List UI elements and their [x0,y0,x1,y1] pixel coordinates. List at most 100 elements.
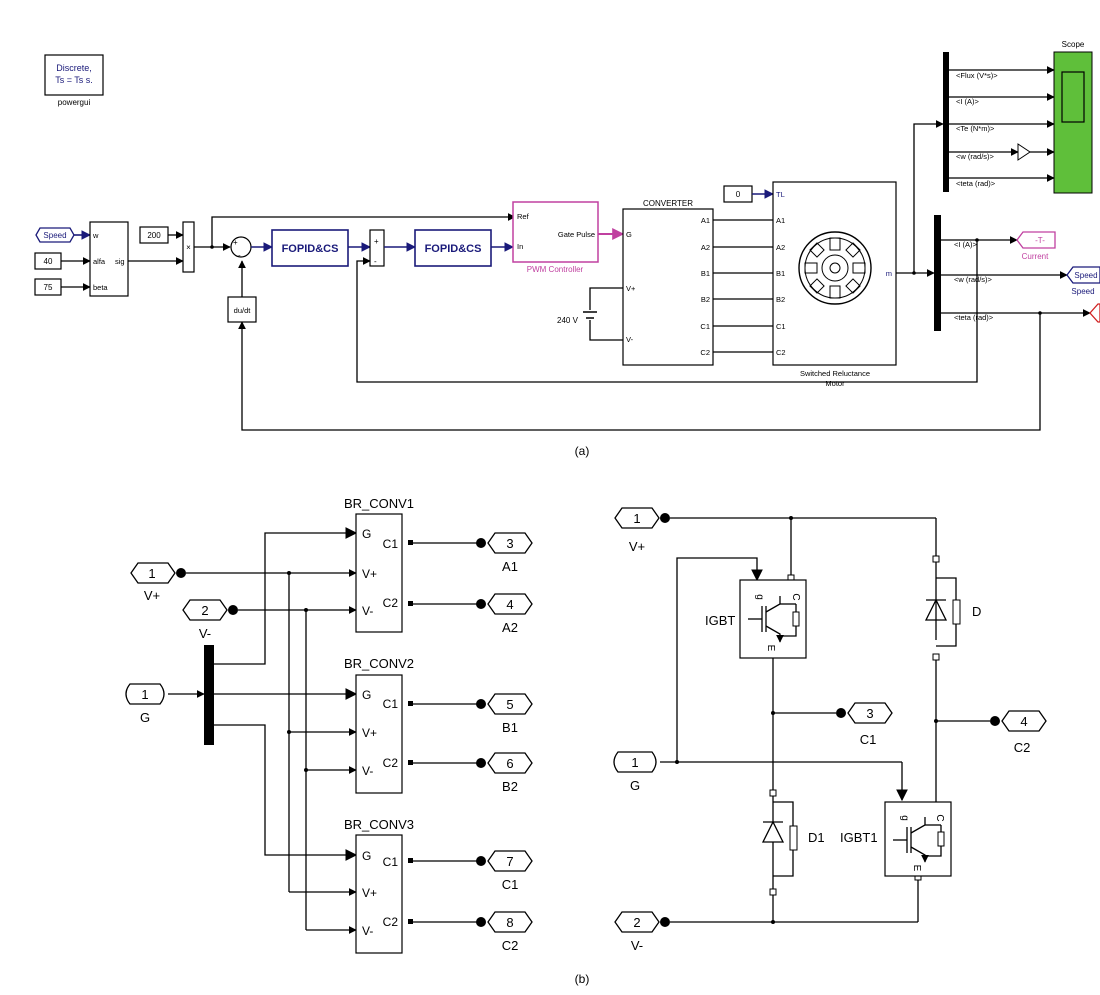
pwm-port-gate: Gate Pulse [558,230,595,239]
inport-vplus-label: V+ [144,588,160,603]
outport-c2[interactable]: 8 C2 [487,911,533,953]
beta-constant[interactable]: 75 [34,278,62,296]
r-inport-vminus-label: V- [631,938,643,953]
ref-port-w: w [92,231,99,240]
diode-top-label: D [972,604,981,619]
fopid-controller-1[interactable]: FOPID&CS [271,229,349,267]
ref-port-beta: beta [93,283,108,292]
product-block[interactable]: × [182,221,195,273]
part-a: Discrete, Ts = Ts s. powergui Speed 40 7… [34,40,1100,458]
dc-voltage-source[interactable]: 240 V [557,287,623,341]
derivative-block[interactable]: du/dt [227,296,257,323]
bridge2-port-g: G [362,688,371,702]
igbt-bottom[interactable]: IGBT1 g C E [840,801,952,877]
bridge2-name: BR_CONV2 [344,656,414,671]
gain-triangle-icon[interactable] [1017,143,1031,161]
r-inport-vplus[interactable]: 1 V+ [614,507,660,554]
powergui-label: powergui [58,98,91,107]
igbt-top-pin-g: g [754,594,765,600]
fopid2-label: FOPID&CS [425,243,482,255]
inport-vminus[interactable]: 2 V- [182,599,228,641]
outport-c1[interactable]: 7 C1 [487,850,533,892]
alfa-constant[interactable]: 40 [34,252,62,270]
igbt-bottom-pin-e: E [911,865,922,872]
diode-top[interactable]: D [924,562,981,661]
motor-port-c2: C2 [776,348,786,357]
r-inport-g-label: G [630,778,640,793]
r-outport-c1-num: 3 [866,706,873,721]
motor-title-1: Switched Reluctance [800,369,870,378]
powergui-block[interactable]: Discrete, Ts = Ts s. powergui [44,54,104,107]
pwm-title: PWM Controller [527,265,584,274]
current-goto-tag[interactable]: -T- Current [1016,231,1056,261]
torque-load-constant[interactable]: 0 [723,185,753,203]
ref-port-sig: sig [115,257,125,266]
bridge-converter-3[interactable]: BR_CONV3 G V+ V- C1 C2 [344,817,414,954]
scope-bus-selector[interactable] [943,52,949,192]
gate-demux-bar[interactable] [204,645,214,745]
bridge3-out-c1: C1 [383,855,399,869]
sum-block-1[interactable]: + - [230,236,252,260]
outport-b2[interactable]: 6 B2 [487,752,533,794]
converter-out-a2: A2 [701,243,710,252]
motor-port-b1: B1 [776,269,785,278]
caption-a: (a) [575,444,590,458]
bridge1-port-vminus: V- [362,604,373,618]
reference-generator-block[interactable]: w alfa beta sig [89,221,129,297]
igbt-symbol-icon [748,596,800,643]
current-tag-label: Current [1022,252,1049,261]
bridge-converter-1[interactable]: BR_CONV1 G V+ V- C1 C2 [344,496,414,633]
pwm-controller-block[interactable]: Ref In Gate Pulse PWM Controller [512,201,599,274]
igbt-bottom-pin-c: C [934,814,945,821]
converter-port-vminus: V- [626,335,634,344]
outport-a1[interactable]: 3 A1 [487,532,533,574]
converter-title: CONVERTER [643,199,693,208]
const-200-block[interactable]: 200 [139,226,169,244]
igbt-top[interactable]: IGBT g C E [705,579,807,659]
torque-load-value: 0 [736,190,741,199]
inport-vplus-num: 1 [148,566,155,581]
fopid1-label: FOPID&CS [282,243,339,255]
speed-from-block[interactable]: Speed [35,227,75,243]
outport-b1[interactable]: 5 B1 [487,693,533,735]
motor-bus-selector[interactable] [934,215,941,331]
diode-bottom[interactable]: D1 [761,789,825,889]
outport-c1-num: 7 [506,854,513,869]
speed-goto-tag[interactable]: Speed Speed [1066,266,1100,296]
igbt-bottom-name: IGBT1 [840,830,878,845]
inport-g-label: G [140,710,150,725]
inport-vminus-num: 2 [201,603,208,618]
bridge-converter-2[interactable]: BR_CONV2 G V+ V- C1 C2 [344,656,414,794]
sum-block-2[interactable]: + - [369,229,385,267]
outport-a2[interactable]: 4 A2 [487,593,533,635]
r-outport-c2[interactable]: 4 C2 [1001,710,1047,755]
outport-b2-num: 6 [506,756,513,771]
scope-block[interactable]: Scope [1053,40,1093,194]
bridge1-out-c2: C2 [383,596,399,610]
bridge3-out-c2: C2 [383,915,399,929]
srm-motor-block[interactable]: TL A1 A2 B1 B2 C1 C2 m Switched Reluctan… [772,181,897,388]
pwm-port-ref: Ref [517,212,530,221]
theta-goto-tag[interactable] [1089,303,1100,323]
sum1-plus-sign: + [233,238,238,247]
inport-vplus[interactable]: 1 V+ [130,562,176,603]
product-symbol-icon: × [186,243,191,252]
outport-b1-num: 5 [506,697,513,712]
sum2-plus-sign: + [374,237,379,246]
r-inport-vplus-num: 1 [633,511,640,526]
diode-bottom-label: D1 [808,830,825,845]
converter-block[interactable]: CONVERTER G V+ V- A1 A2 B1 B2 C1 C2 [622,199,714,366]
r-inport-g[interactable]: 1 G [613,751,657,793]
part-b-left: 1 V+ 2 V- 1 G BR_CONV1 G V+ V- C1 C2 [125,496,533,954]
r-inport-vminus[interactable]: 2 V- [614,911,660,953]
inport-g[interactable]: 1 G [125,683,165,725]
bridge3-port-vminus: V- [362,924,373,938]
r-inport-g-num: 1 [631,755,638,770]
r-outport-c1[interactable]: 3 C1 [847,702,893,747]
bridge1-name: BR_CONV1 [344,496,414,511]
igbt-top-name: IGBT [705,613,735,628]
bridge2-out-c2: C2 [383,756,399,770]
inport-vminus-label: V- [199,626,211,641]
current-tag-text: -T- [1035,236,1045,245]
fopid-controller-2[interactable]: FOPID&CS [414,229,492,267]
